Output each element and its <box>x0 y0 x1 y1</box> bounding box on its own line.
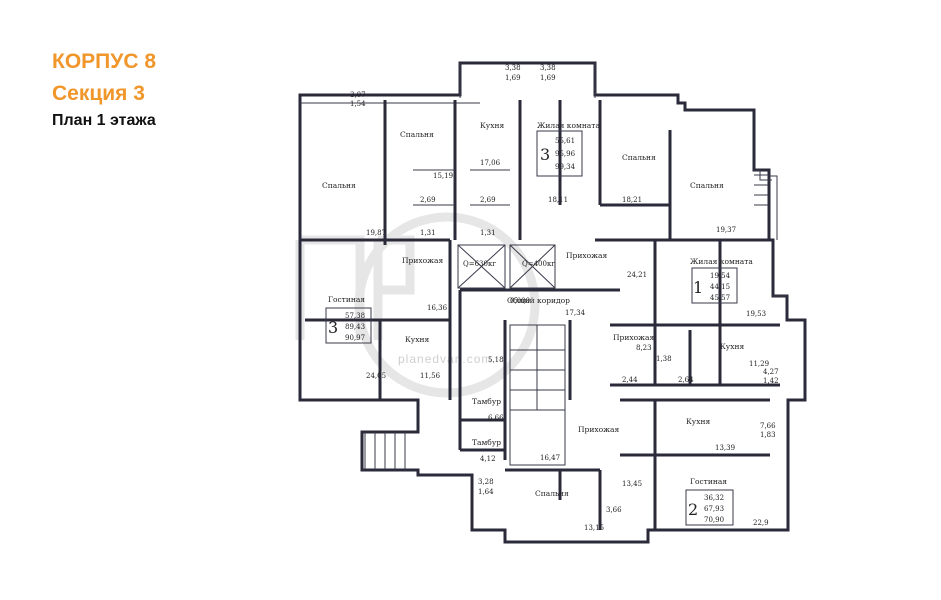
room-label: Спальня <box>622 153 656 162</box>
area-value: 8,23 <box>636 344 652 352</box>
apartment-rooms: 3 <box>328 318 338 337</box>
area-value: 13,39 <box>715 444 735 452</box>
area-value: 1,69 <box>505 74 521 82</box>
area-value: 24,21 <box>627 271 647 279</box>
area-value: 16,36 <box>427 304 448 312</box>
area-value: 2,44 <box>622 376 638 384</box>
elevator-shafts <box>457 244 556 289</box>
area-value: 17,06 <box>480 159 501 167</box>
area-value: 2,64 <box>678 376 694 384</box>
area-value: 13,45 <box>622 480 642 488</box>
apartment-area: 45,57 <box>710 294 730 302</box>
room-label: Прихожая <box>578 425 619 434</box>
area-value: 17,34 <box>565 309 586 317</box>
area-value: 5,18 <box>488 356 504 364</box>
area-value: 18,21 <box>622 196 642 204</box>
room-label: Прихожая <box>613 333 654 342</box>
area-value: 1,31 <box>420 229 436 237</box>
area-value: 19,53 <box>746 310 766 318</box>
area-value: 13,15 <box>584 524 604 532</box>
area-value: 3,07 <box>350 91 366 99</box>
room-labels: Спальня Спальня Кухня Жилая комната Спал… <box>322 121 753 498</box>
apartment-area: 19,54 <box>710 272 731 280</box>
apartment-area: 55,61 <box>555 137 575 145</box>
area-value: 11,56 <box>420 372 441 380</box>
room-label: Тамбур <box>472 438 501 447</box>
area-value: 0,000 <box>510 297 530 305</box>
building-title: КОРПУС 8 <box>52 50 156 73</box>
area-value: 2,69 <box>420 196 436 204</box>
area-value: 1,69 <box>540 74 556 82</box>
apartment-area: 70,90 <box>704 516 724 524</box>
section-title: Секция 3 <box>52 82 145 105</box>
area-value: 1,54 <box>350 100 366 108</box>
apartment-area: 44,15 <box>710 283 730 291</box>
apartment-area: 67,93 <box>704 505 724 513</box>
room-label: Спальня <box>690 181 724 190</box>
watermark-logo <box>295 212 540 398</box>
room-label: Кухня <box>686 417 710 426</box>
area-value: 15,19 <box>433 172 453 180</box>
area-value: 3,38 <box>505 64 521 72</box>
area-value: 1,31 <box>480 229 496 237</box>
area-value: 1,38 <box>656 355 672 363</box>
area-value: 4,27 <box>763 368 779 376</box>
area-value: 2,69 <box>480 196 496 204</box>
room-label: Кухня <box>480 121 504 130</box>
area-value: 1,42 <box>763 377 779 385</box>
elevator-label: Q=400кг <box>522 260 555 268</box>
apartment-area: 90,97 <box>345 334 365 342</box>
apartment-rooms: 3 <box>540 145 550 164</box>
apartment-area: 89,43 <box>345 323 365 331</box>
area-value: 3,28 <box>478 478 494 486</box>
room-label: Спальня <box>400 130 434 139</box>
area-value: 1,64 <box>478 488 494 496</box>
area-value: 16,47 <box>540 454 560 462</box>
room-label: Прихожая <box>402 256 443 265</box>
room-label: Жилая комната <box>537 121 600 130</box>
area-value: 1,83 <box>760 431 776 439</box>
room-label: Кухня <box>405 335 429 344</box>
room-label: Жилая комната <box>690 257 753 266</box>
elevator-label: Q=630кг <box>463 260 496 268</box>
area-value: 19,87 <box>366 229 386 237</box>
room-label: Спальня <box>322 181 356 190</box>
area-value: 24,05 <box>366 372 386 380</box>
apartment-area: 57,38 <box>345 312 365 320</box>
room-label: Гостиная <box>690 477 727 486</box>
room-label: Тамбур <box>472 397 501 406</box>
apartment-box: 3 55,61 95,96 99,34 <box>536 130 583 177</box>
apartment-box: 1 19,54 44,15 45,57 <box>691 267 738 304</box>
apartment-area: 36,32 <box>704 494 724 502</box>
room-label: Спальня <box>535 489 569 498</box>
area-value: 11,29 <box>749 360 769 368</box>
apartment-rooms: 2 <box>688 500 698 519</box>
room-label: Прихожая <box>566 251 607 260</box>
room-label: Общий коридор <box>507 296 570 305</box>
area-value: 6,66 <box>488 414 504 422</box>
stairs <box>364 174 768 470</box>
apartment-area: 99,34 <box>555 163 576 171</box>
floor-plan-title: План 1 этажа <box>52 112 156 129</box>
area-value: 4,12 <box>480 455 496 463</box>
watermark-text: planedvan.com <box>398 352 493 366</box>
apartment-box: 2 36,32 67,93 70,90 <box>685 489 734 526</box>
room-label: Гостиная <box>328 295 365 304</box>
area-value: 7,66 <box>760 422 776 430</box>
area-value: 19,37 <box>716 226 736 234</box>
area-value: 22,9 <box>753 519 769 527</box>
room-label: Кухня <box>720 342 744 351</box>
apartment-box: 3 57,38 89,43 90,97 <box>325 307 372 344</box>
apartment-rooms: 1 <box>693 278 703 297</box>
area-value: 18,11 <box>548 196 568 204</box>
area-labels: 3,07 1,54 3,38 1,69 3,38 1,69 15,19 17,0… <box>350 64 779 532</box>
area-value: 3,66 <box>606 506 622 514</box>
apartment-area: 95,96 <box>555 150 576 158</box>
area-value: 3,38 <box>540 64 556 72</box>
interior-walls <box>300 100 780 530</box>
